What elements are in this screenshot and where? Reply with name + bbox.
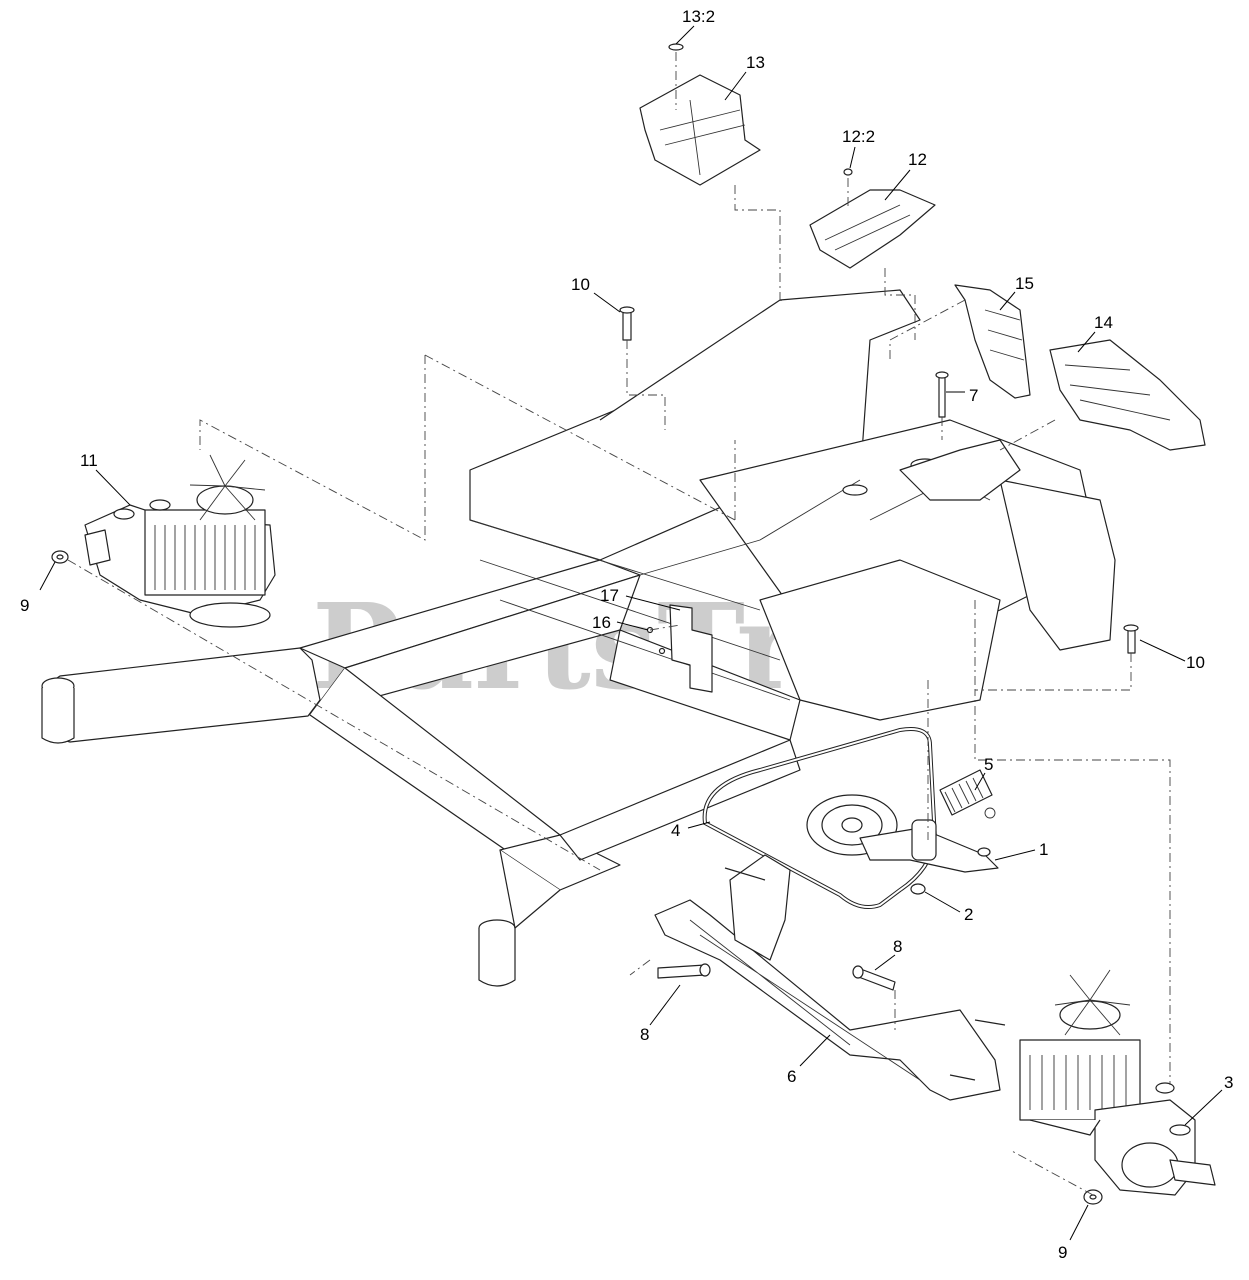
callout-5: 5 xyxy=(984,755,993,774)
callout-17: 17 xyxy=(600,586,619,605)
callout-3: 3 xyxy=(1224,1073,1233,1092)
callout-9-bottom: 9 xyxy=(1058,1243,1067,1262)
nut-part-2 xyxy=(910,883,926,895)
callout-14: 14 xyxy=(1094,313,1113,332)
callout-12-2: 12:2 xyxy=(842,127,875,146)
nut-part-9-left xyxy=(51,550,69,564)
callout-2: 2 xyxy=(964,905,973,924)
callout-15: 15 xyxy=(1015,274,1034,293)
callout-13-2: 13:2 xyxy=(682,7,715,26)
chassis-frame xyxy=(41,289,1116,987)
nut-part-9-bottom xyxy=(1083,1189,1103,1205)
hydro-transmission-part-11 xyxy=(84,454,276,628)
heat-shield-part-14 xyxy=(1049,339,1206,451)
plate-part-17 xyxy=(669,604,713,693)
bolt-part-7 xyxy=(935,371,949,418)
pin-part-8-left xyxy=(657,963,711,979)
bolt-part-10-right xyxy=(1123,624,1139,654)
callout-16: 16 xyxy=(592,613,611,632)
extension-spring-part-5 xyxy=(939,769,996,819)
shield-part-13 xyxy=(639,43,761,186)
bolt-part-10-top xyxy=(619,306,635,341)
callout-6: 6 xyxy=(787,1067,796,1086)
callout-9-left: 9 xyxy=(20,596,29,615)
callout-8-left: 8 xyxy=(640,1025,649,1044)
hydro-transmission-part-3 xyxy=(1019,969,1216,1196)
callout-10-top: 10 xyxy=(571,275,590,294)
callout-1: 1 xyxy=(1039,840,1048,859)
assembly-lines xyxy=(67,52,1171,1196)
callout-11: 11 xyxy=(80,451,98,470)
callout-13: 13 xyxy=(746,53,765,72)
leader-lines xyxy=(39,25,1223,1241)
shield-part-12 xyxy=(809,168,936,269)
heat-shield-part-15 xyxy=(954,284,1031,399)
mount-bracket-part-6 xyxy=(654,854,1006,1101)
pin-part-8-right xyxy=(852,965,896,991)
callout-7: 7 xyxy=(969,386,978,405)
callout-10-right: 10 xyxy=(1186,653,1205,672)
callout-4: 4 xyxy=(671,821,680,840)
callout-8-right: 8 xyxy=(893,937,902,956)
idler-arm-part-1 xyxy=(859,819,999,873)
callout-labels: 13:2 13 12:2 12 15 14 10 7 11 9 17 16 10… xyxy=(20,7,1233,1262)
callout-12: 12 xyxy=(908,150,927,169)
drive-belt-part-4 xyxy=(702,727,938,909)
